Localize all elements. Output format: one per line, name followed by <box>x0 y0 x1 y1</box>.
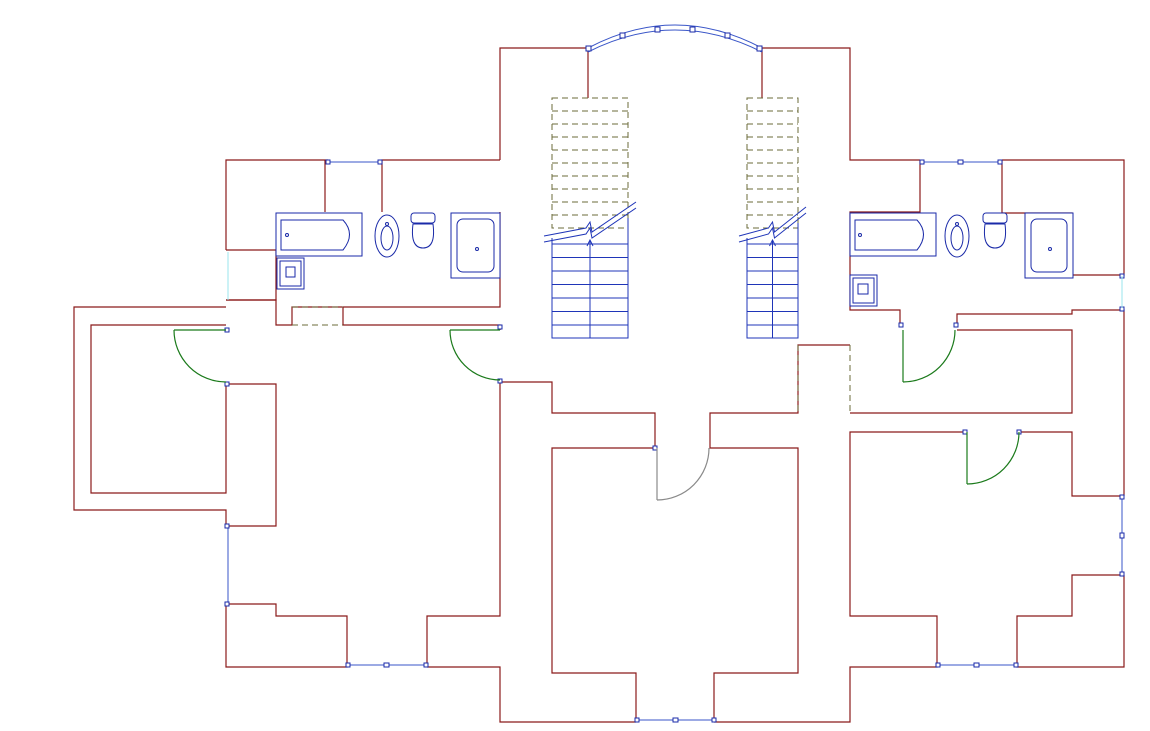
staircase-right <box>738 110 807 339</box>
stair-break-line <box>738 206 807 237</box>
wall-left-corridor-lower <box>342 307 501 330</box>
bay-window-arc <box>587 24 763 49</box>
doors <box>173 329 1020 501</box>
wall-left-bath-back <box>225 159 328 250</box>
window-marker <box>957 159 964 165</box>
wall-left-bay-outer <box>73 306 277 527</box>
bidet-icon <box>374 214 400 258</box>
window-marker <box>919 159 925 165</box>
walls <box>73 47 1125 723</box>
stair-break-line <box>543 207 637 243</box>
washing-machine-icon <box>849 274 878 307</box>
wall-right-upper <box>849 160 921 325</box>
right-bathroom <box>849 212 1074 307</box>
wall-central-top <box>499 47 589 160</box>
windows <box>224 24 1125 723</box>
window-marker <box>325 159 331 165</box>
door-right-bath <box>902 329 956 383</box>
door-main <box>656 447 710 501</box>
bathtub-icon <box>849 212 937 257</box>
door-right-bedroom <box>966 431 1020 485</box>
wall-central-bottom-left-outer <box>427 666 636 723</box>
shower-tray-icon <box>450 212 501 279</box>
wall-right-corridor <box>956 309 1125 496</box>
shower-tray-icon <box>1024 212 1074 279</box>
toilet-icon <box>982 212 1008 249</box>
left-bathroom <box>275 212 501 290</box>
wall-left-bath-bottom <box>226 249 277 301</box>
openings <box>227 252 1123 308</box>
washing-machine-icon <box>276 257 305 290</box>
stair-break-line <box>543 201 637 237</box>
wall-central-top-right <box>761 47 920 161</box>
door-left-hall <box>449 329 501 381</box>
wall-right-lower <box>1016 574 1125 668</box>
wall-central-bottom <box>709 344 850 722</box>
stair-break-line <box>738 212 807 243</box>
bathtub-icon <box>275 212 363 257</box>
wall-left-lower-right <box>426 381 656 722</box>
bidet-icon <box>944 214 970 258</box>
stair-arrow-head <box>769 238 776 247</box>
wall-right-bedroom <box>1020 431 1124 497</box>
wall-left-lower <box>225 603 348 668</box>
staircase-left <box>543 110 637 339</box>
wall-central-bottom-outer <box>714 431 965 723</box>
hidden-lines <box>292 97 851 413</box>
wall-left-upper <box>381 159 500 212</box>
toilet-icon <box>410 212 436 249</box>
window-marker <box>997 159 1003 165</box>
window-marker <box>377 159 383 165</box>
wall-right-hall <box>850 329 1073 414</box>
stair-arrow-head <box>586 238 594 247</box>
door-left-bedroom <box>173 329 227 383</box>
